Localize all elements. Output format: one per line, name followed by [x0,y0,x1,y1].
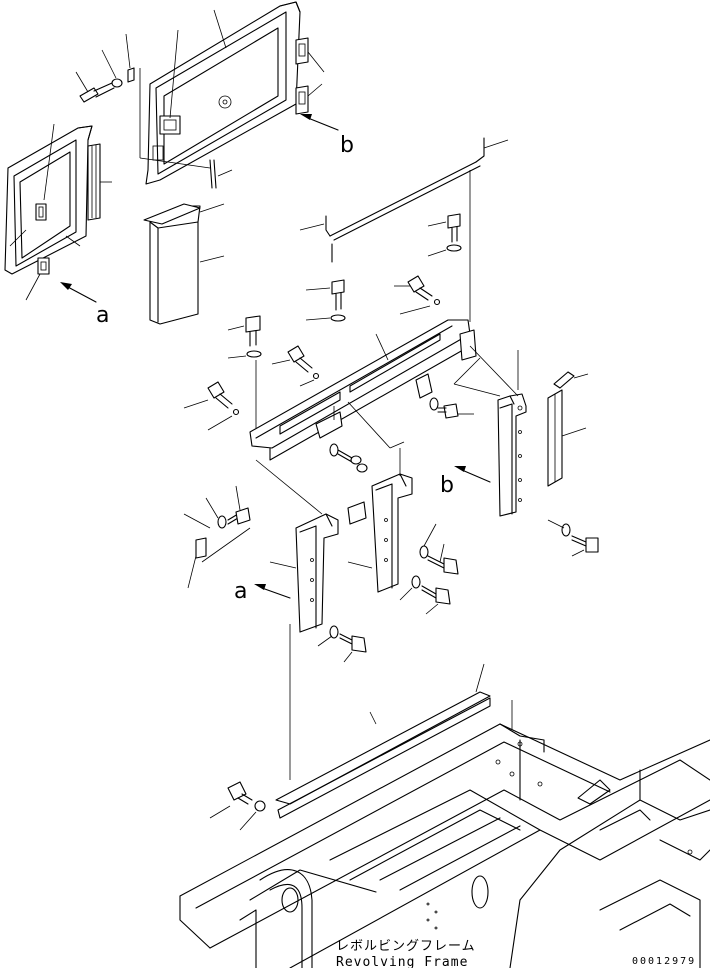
bolt-8 [329,443,368,473]
support-rod [299,137,509,322]
label-b-mid: b [440,473,454,498]
bolt-7 [429,397,474,419]
hinge-lower [295,51,325,115]
frame-caption: レボルビングフレーム Revolving Frame [336,939,476,968]
bolt-5 [271,345,320,387]
bolt-9 [547,519,599,557]
bolt-10 [419,523,459,575]
caption-japanese: レボルビングフレーム [336,939,476,954]
left-door-seal-strip [87,143,112,221]
right-vertical-post [453,345,527,517]
door-bolt [75,49,123,103]
bolt-3 [394,275,441,315]
arrow-a-top: a [60,282,109,328]
drawing-number: 00012979 [632,956,696,967]
hinge-upper [295,37,309,65]
arrow-a-mid: a [234,579,291,604]
left-door-panel [4,123,93,275]
arrow-b-top: b [300,114,354,158]
large-door-panel [145,1,301,185]
bolt-12 [183,485,251,529]
left-door-latch [25,257,50,301]
revolving-frame [179,700,710,968]
frame-bolt [209,781,266,831]
caption-english: Revolving Frame [336,955,468,968]
left-pin [187,527,251,589]
main-frame-bracket [249,319,477,461]
bolt-4 [227,315,262,446]
arrow-b-mid: b [440,466,491,498]
bottom-rail [275,663,491,819]
bolt-1 [427,213,462,257]
bolt-6 [183,381,240,431]
bolt-13 [317,625,367,663]
right-strip [547,389,587,487]
label-b-top: b [340,133,354,158]
bolt-2 [305,279,346,322]
right-clip [553,371,589,389]
door-rod [139,68,233,189]
bolt-11 [399,575,451,615]
insulation-pad [143,203,225,325]
label-a-mid: a [234,579,247,604]
door-pin [125,33,135,83]
center-vertical-post [347,448,413,593]
left-vertical-post [255,459,339,780]
center-bracket-plate [347,501,367,525]
label-a-top: a [96,303,109,328]
